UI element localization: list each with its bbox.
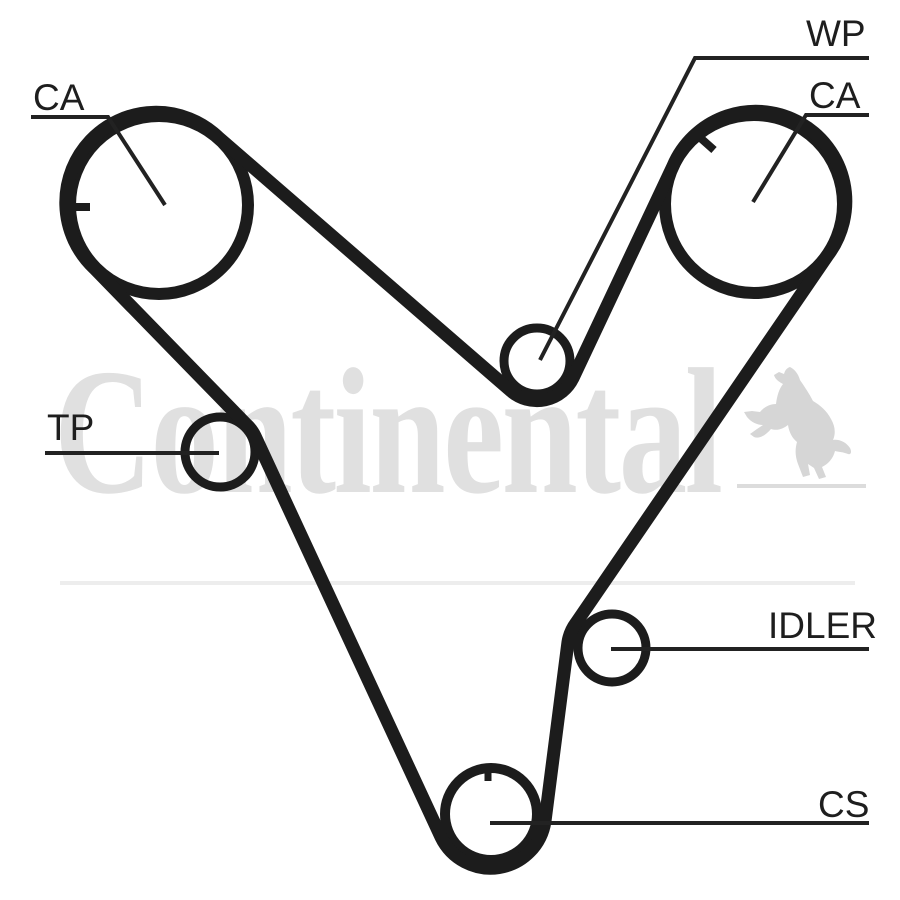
leader-camshaft-right [751,113,869,204]
pulley-crankshaft [440,763,542,865]
label-idler: IDLER [768,605,877,646]
label-crankshaft: CS [818,784,869,825]
leader-camshaft-left [31,115,167,207]
timing-belt [59,104,853,875]
label-tensioner: TP [47,407,94,448]
rearing-horse-icon [744,367,852,479]
continental-watermark-text: Continental [54,332,723,531]
pulley-water-pump [499,323,575,399]
camshaft-right-timing-mark [693,131,717,153]
leader-water-pump [538,56,869,361]
label-camshaft-right: CA [809,75,861,116]
label-water-pump: WP [806,13,866,54]
label-camshaft-left: CA [33,77,85,118]
